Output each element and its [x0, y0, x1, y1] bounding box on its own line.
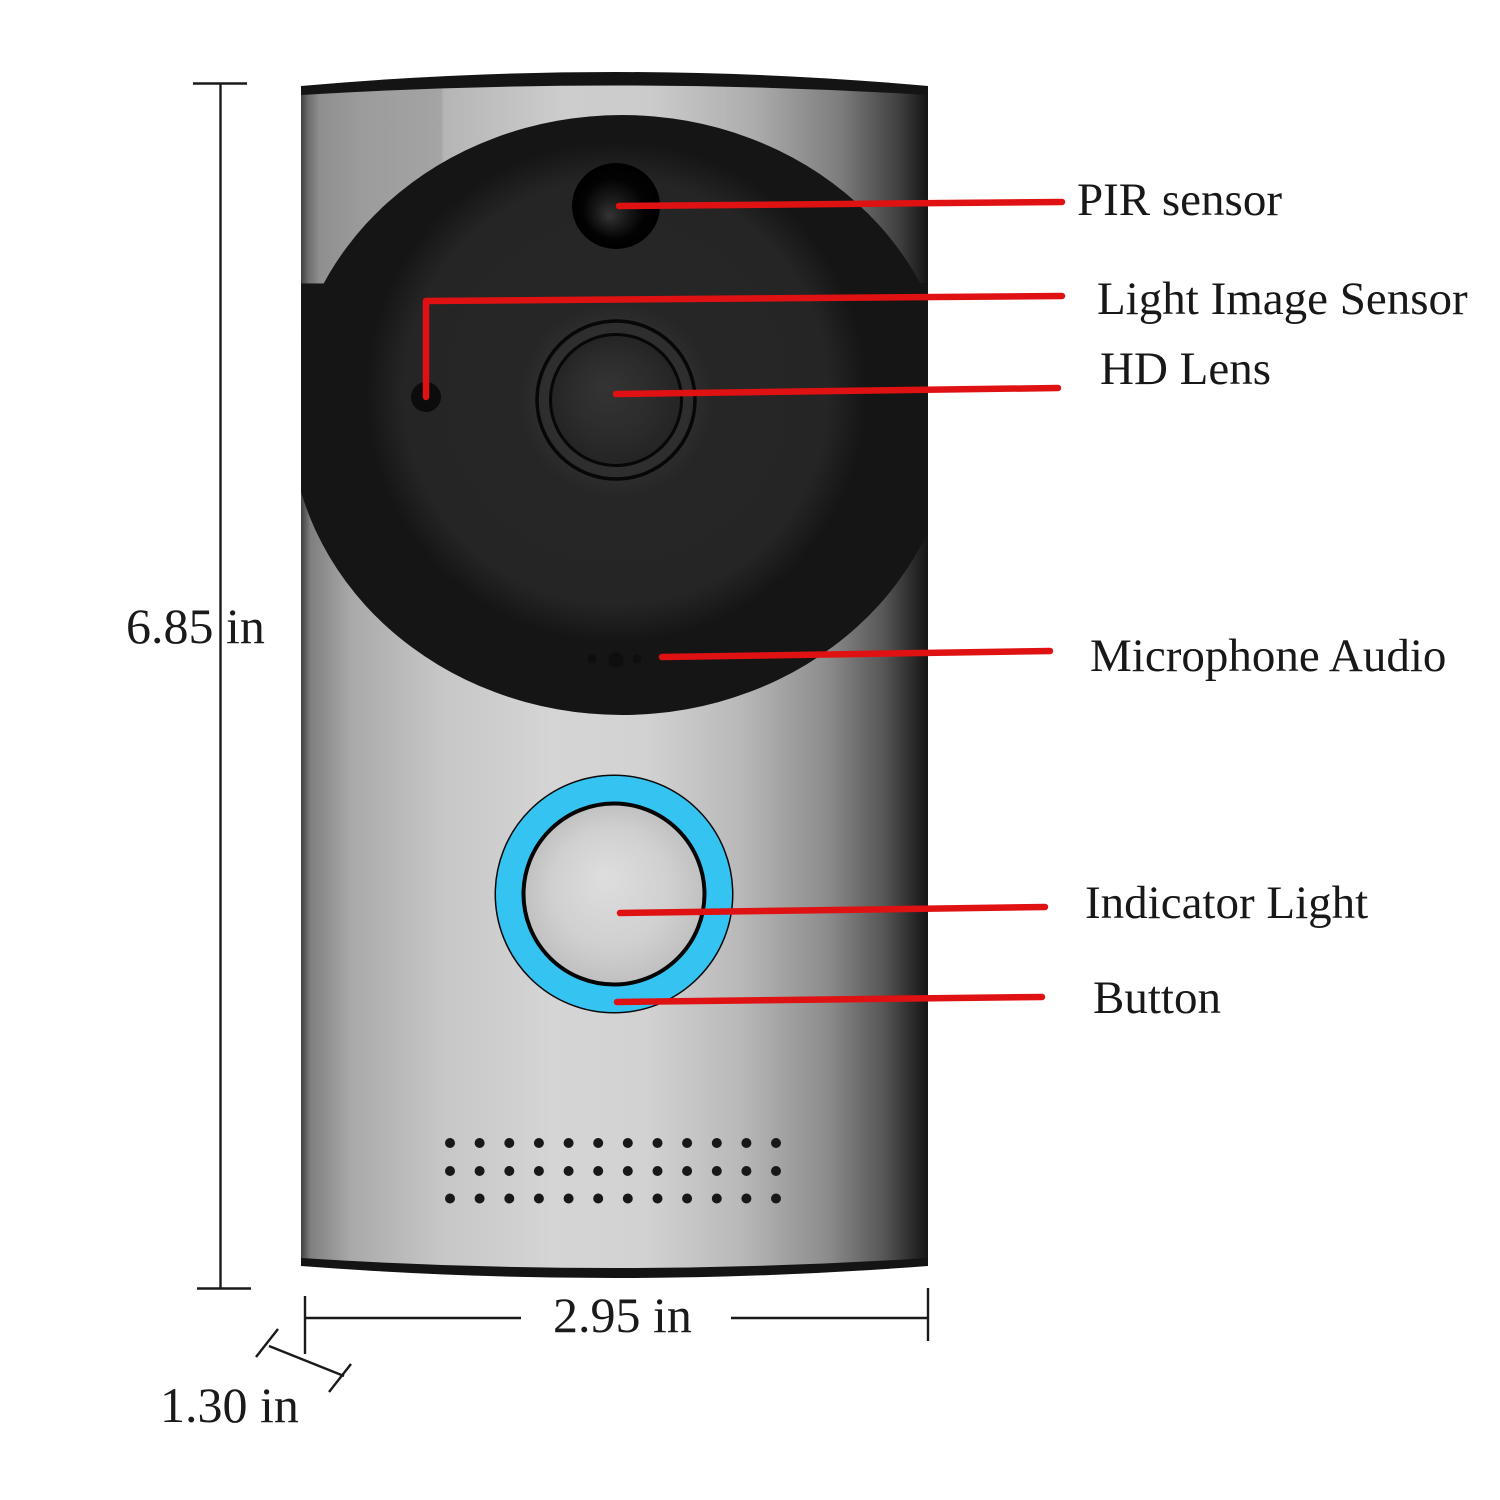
speaker-hole	[711, 1166, 722, 1176]
speaker-hole	[741, 1138, 752, 1148]
height-dimension-label: 6.85 in	[126, 598, 265, 654]
microphone-audio-label: Microphone Audio	[1090, 630, 1447, 682]
hd-lens-label: HD Lens	[1100, 343, 1271, 395]
indicator-light-callout-line	[616, 903, 1049, 917]
width-dimension-label: 2.95 in	[553, 1287, 692, 1343]
callout-lines	[422, 198, 1066, 1006]
height-dimension-line	[193, 82, 251, 1290]
width-dimension-line	[303, 1288, 930, 1354]
speaker-hole	[711, 1193, 722, 1204]
speaker-hole	[771, 1166, 781, 1176]
button-label: Button	[1093, 972, 1221, 1024]
speaker-hole	[533, 1193, 544, 1204]
speaker-hole	[474, 1193, 485, 1204]
speaker-hole	[741, 1166, 752, 1176]
indicator-light-label: Indicator Light	[1085, 877, 1369, 929]
speaker-hole	[622, 1166, 633, 1176]
hd-lens	[549, 333, 683, 467]
microphone-callout-line	[658, 647, 1054, 661]
light-image-sensor-callout-line	[422, 292, 1066, 401]
speaker-hole	[622, 1193, 633, 1204]
doorbell-device	[301, 72, 928, 1278]
speaker-hole	[652, 1138, 663, 1148]
button-callout-line	[613, 993, 1046, 1006]
mic-hole	[608, 652, 624, 668]
speaker-hole	[445, 1166, 455, 1176]
speaker-hole	[622, 1138, 633, 1148]
pir-sensor-callout-line	[615, 198, 1066, 210]
indicator-ring	[496, 776, 732, 1012]
speaker-hole	[682, 1193, 693, 1204]
speaker-hole	[563, 1193, 574, 1204]
mic-hole	[632, 654, 642, 664]
doorbell-button	[521, 801, 707, 987]
speaker-hole	[593, 1166, 604, 1176]
light-image-sensor-label: Light Image Sensor	[1097, 273, 1468, 325]
speaker-hole	[504, 1166, 515, 1176]
speaker-hole	[771, 1138, 781, 1148]
speaker-hole	[771, 1193, 781, 1204]
speaker-hole	[533, 1166, 544, 1176]
speaker-hole	[593, 1138, 604, 1148]
speaker-hole	[474, 1138, 485, 1148]
indicator-ring-outline	[494, 774, 734, 1014]
pir-sensor-label: PIR sensor	[1077, 174, 1282, 226]
speaker-hole	[593, 1193, 604, 1204]
speaker-hole	[445, 1193, 455, 1204]
speaker-hole	[563, 1138, 574, 1148]
speaker-hole	[682, 1166, 693, 1176]
depth-dimension-label: 1.30 in	[160, 1377, 299, 1433]
speaker-grille	[445, 1138, 781, 1204]
hd-lens-callout-line	[612, 384, 1062, 398]
speaker-hole	[711, 1138, 722, 1148]
mic-hole	[587, 654, 597, 664]
speaker-hole	[445, 1138, 455, 1148]
speaker-hole	[563, 1166, 574, 1176]
depth-dimension-line	[255, 1328, 352, 1393]
speaker-hole	[533, 1138, 544, 1148]
speaker-hole	[474, 1166, 485, 1176]
microphone-holes	[587, 652, 642, 668]
lens-outer-ring	[535, 319, 697, 481]
dimension-lines	[193, 82, 930, 1393]
speaker-hole	[504, 1193, 515, 1204]
speaker-hole	[504, 1138, 515, 1148]
speaker-hole	[652, 1193, 663, 1204]
speaker-hole	[741, 1193, 752, 1204]
speaker-hole	[682, 1138, 693, 1148]
speaker-hole	[652, 1166, 663, 1176]
